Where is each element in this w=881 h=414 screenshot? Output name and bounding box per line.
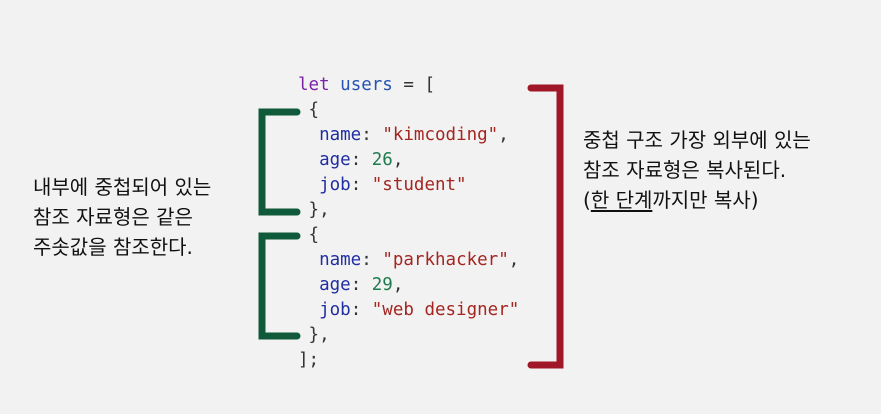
array-open-bracket: [ [424, 75, 435, 95]
outer-note-underlined: 한 단계 [590, 188, 653, 212]
inner-bracket-user-2 [258, 232, 301, 340]
outer-note-line-3: (한 단계까지만 복사) [583, 185, 811, 215]
age-key: age [319, 275, 351, 295]
object-open-brace: { [308, 100, 320, 120]
code-line-close-array: ]; [298, 348, 519, 373]
code-line-job-1: job: "student" [319, 175, 467, 195]
code-line-declaration: let users = [ [298, 73, 519, 98]
code-line-age-2: age: 29, [319, 275, 404, 295]
users-variable: users [340, 75, 393, 95]
inner-note-line-3: 주솟값을 참조한다. [33, 235, 193, 259]
code-line-name-2: name: "parkhacker", [319, 250, 520, 270]
let-keyword: let [298, 75, 330, 95]
job-key: job [319, 175, 351, 195]
code-line-close-brace-2: }, [298, 323, 519, 348]
code-line-close-brace-1: }, [298, 198, 519, 223]
name-key: name [319, 250, 362, 270]
outer-note-line-2: 참조 자료형은 복사된다. [583, 158, 787, 182]
job-key: job [319, 300, 351, 320]
outer-copy-note: 중첩 구조 가장 외부에 있는 참조 자료형은 복사된다. (한 단계까지만 복… [583, 125, 811, 215]
outer-note-line-1: 중첩 구조 가장 외부에 있는 [583, 128, 811, 152]
object-open-brace: { [308, 225, 320, 245]
age-value: 29 [371, 275, 393, 295]
code-block: let users = [ { name: "kimcoding", age: … [298, 73, 519, 373]
code-line-job-2: job: "web designer" [319, 300, 520, 320]
code-line-open-brace-1: { [298, 98, 519, 123]
inner-note-line-2: 참조 자료형은 같은 [33, 205, 193, 229]
code-line-name-1: name: "kimcoding", [319, 125, 509, 145]
outer-note-rest: 까지만 복사) [652, 188, 759, 212]
age-key: age [319, 150, 351, 170]
age-value: 26 [371, 150, 393, 170]
name-value: "kimcoding" [382, 125, 499, 145]
code-line-age-1: age: 26, [319, 150, 404, 170]
array-close-bracket: ]; [298, 350, 320, 370]
outer-bracket-array [527, 84, 564, 369]
object-close-brace: }, [308, 325, 330, 345]
object-close-brace: }, [308, 200, 330, 220]
assign-operator: = [392, 75, 425, 95]
outer-note-paren: ( [583, 188, 591, 212]
inner-bracket-user-1 [258, 108, 301, 216]
code-line-open-brace-2: { [298, 223, 519, 248]
job-value: "student" [371, 175, 467, 195]
inner-note-line-1: 내부에 중첩되어 있는 [33, 175, 212, 199]
name-key: name [319, 125, 362, 145]
inner-reference-note: 내부에 중첩되어 있는 참조 자료형은 같은 주솟값을 참조한다. [33, 172, 211, 262]
job-value: "web designer" [371, 300, 520, 320]
name-value: "parkhacker" [382, 250, 509, 270]
